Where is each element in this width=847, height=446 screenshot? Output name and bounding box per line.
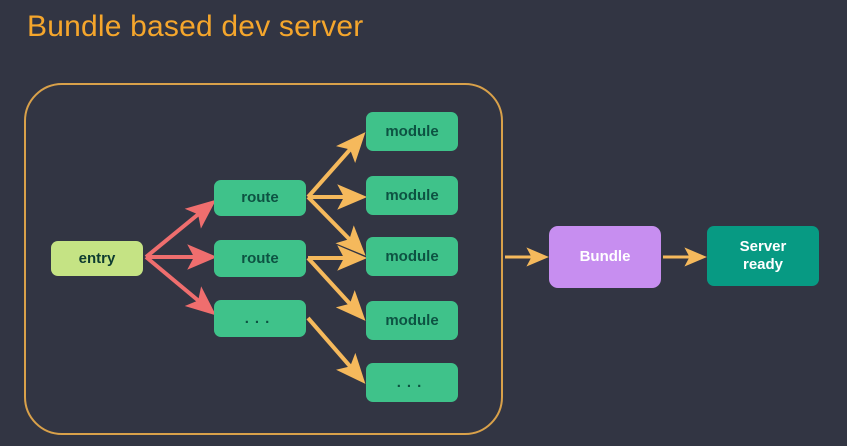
node-bundle-label: Bundle <box>579 248 631 266</box>
node-entry-label: entry <box>78 249 116 267</box>
node-server-ready-label-line2: ready <box>742 256 784 273</box>
node-module-ellipsis[interactable]: ... <box>366 363 458 402</box>
node-module-2[interactable]: module <box>366 176 458 215</box>
node-route-1-label: route <box>241 189 279 207</box>
node-route-ellipsis-label: ... <box>244 309 276 327</box>
node-route-2-label: route <box>241 249 279 267</box>
node-server-ready[interactable]: Server ready <box>707 226 819 286</box>
node-bundle[interactable]: Bundle <box>549 226 661 288</box>
node-module-3-label: module <box>385 247 439 265</box>
node-route-ellipsis[interactable]: ... <box>214 300 306 337</box>
node-server-ready-label-line1: Server <box>739 238 787 256</box>
node-module-1-label: module <box>385 122 439 140</box>
node-entry[interactable]: entry <box>51 241 143 276</box>
node-module-1[interactable]: module <box>366 112 458 151</box>
node-module-4[interactable]: module <box>366 301 458 340</box>
node-module-ellipsis-label: ... <box>396 373 428 391</box>
node-route-1[interactable]: route <box>214 180 306 216</box>
node-module-2-label: module <box>385 186 439 204</box>
node-module-3[interactable]: module <box>366 237 458 276</box>
page-title: Bundle based dev server <box>27 10 364 43</box>
bundle-group-frame <box>24 83 503 435</box>
node-module-4-label: module <box>385 311 439 329</box>
node-route-2[interactable]: route <box>214 240 306 277</box>
